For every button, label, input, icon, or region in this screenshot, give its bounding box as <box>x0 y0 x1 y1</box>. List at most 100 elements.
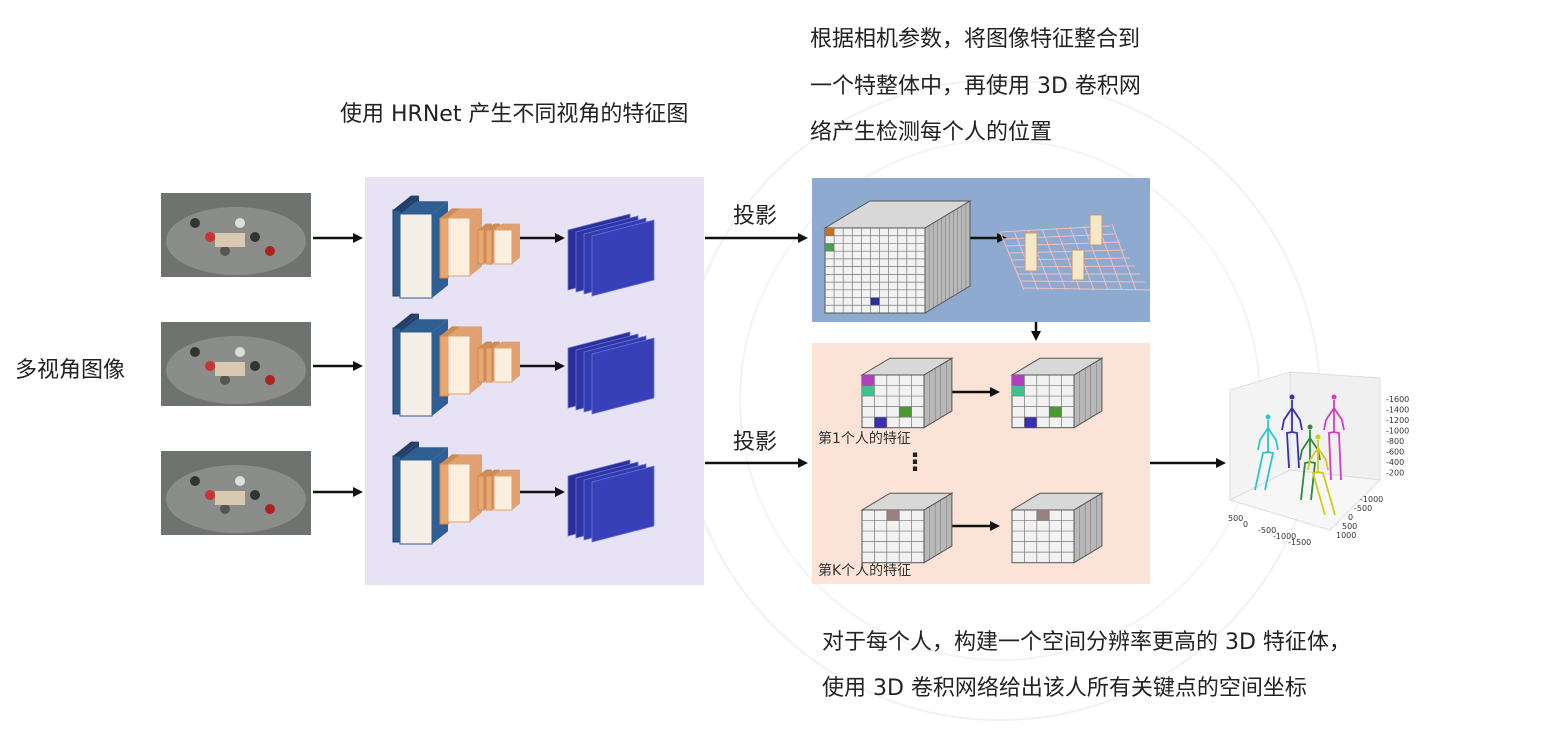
skeleton-leg <box>1328 408 1335 481</box>
skeleton-leg <box>1317 471 1336 516</box>
table-object <box>215 233 245 247</box>
block-side <box>512 341 520 382</box>
block-face <box>485 229 493 265</box>
fusion-caption-line3: 络产生检测每个人的位置 <box>810 120 1053 145</box>
block-face <box>485 475 493 511</box>
voxel-highlight <box>874 417 887 428</box>
skeleton-arm <box>1267 427 1279 451</box>
skeleton-arm <box>1323 400 1335 431</box>
hrnet-rows <box>392 195 655 545</box>
voxel-cube-side <box>923 492 953 564</box>
voxel-cube-side <box>923 357 953 429</box>
voxel-highlight <box>899 406 912 418</box>
voxel-cubes <box>823 200 1104 564</box>
person-figure <box>235 218 245 228</box>
z-tick-label: -600 <box>1386 448 1404 457</box>
arrow-head <box>798 458 808 468</box>
ground-grid-group <box>999 214 1151 291</box>
block-side <box>512 469 520 510</box>
skeleton-arm <box>1291 407 1303 431</box>
person-figure <box>265 375 275 385</box>
voxel-highlight <box>870 297 880 306</box>
skeleton-arm <box>1307 440 1319 471</box>
arrows <box>313 233 1226 531</box>
person-figure <box>265 246 275 256</box>
y-tick-label: 500 <box>1342 522 1357 531</box>
block-top <box>440 326 460 336</box>
block-top <box>448 326 482 336</box>
person-proposal-box <box>1071 249 1085 281</box>
skeleton-leg <box>1291 431 1300 469</box>
person-figure <box>265 504 275 514</box>
voxel-highlight <box>1024 417 1037 428</box>
person-figure <box>220 504 230 514</box>
y-tick-label: 1000 <box>1336 531 1356 540</box>
z-tick-label: -1400 <box>1386 406 1409 415</box>
fusion-caption-line1: 根据相机参数，将图像特征整合到 <box>810 27 1141 52</box>
block-face <box>447 217 471 277</box>
ellipsis: ⋮ <box>903 448 927 476</box>
arrow-head <box>353 487 363 497</box>
arrow-head <box>555 487 565 497</box>
voxel-cube-side <box>1073 357 1103 429</box>
projection-label-bottom: 投影 <box>733 430 778 455</box>
feature-map <box>591 219 655 297</box>
block-face <box>493 229 513 265</box>
block-face <box>439 335 449 397</box>
voxel-cube-side <box>1073 492 1103 564</box>
skeleton-leg <box>1311 448 1326 516</box>
pose-plot: -1600-1400-1200-1000-800-600-400-200-100… <box>1228 371 1409 547</box>
block-top <box>393 313 419 328</box>
skeleton-head <box>1265 414 1271 420</box>
camera-images <box>161 193 311 535</box>
block-face <box>399 459 433 545</box>
arrow-head <box>798 233 808 243</box>
skeleton-leg <box>1309 461 1316 501</box>
block-face <box>399 213 433 299</box>
block-face <box>493 475 513 511</box>
ground-grid <box>1083 225 1109 291</box>
person-figure <box>250 361 260 371</box>
skeleton-arm <box>1257 420 1269 451</box>
block-top <box>393 195 419 210</box>
block-top <box>448 208 482 218</box>
skeleton-head <box>1315 434 1321 440</box>
skeleton-head <box>1307 424 1313 430</box>
voxel-highlight <box>825 228 835 236</box>
z-tick-label: -1200 <box>1386 416 1409 425</box>
block-side <box>512 223 520 264</box>
x-tick-label: -500 <box>1258 526 1276 535</box>
person-figure <box>250 232 260 242</box>
block-face <box>447 335 471 395</box>
voxel-highlight <box>1036 510 1050 521</box>
ground-grid <box>1023 287 1151 291</box>
voxel-highlight <box>825 243 835 252</box>
block-face <box>439 463 449 525</box>
skeleton-head <box>1289 394 1295 400</box>
z-tick-label: -800 <box>1386 437 1404 446</box>
voxel-highlight <box>886 510 900 521</box>
skeleton-leg <box>1264 451 1275 491</box>
person1-label: 第1个人的特征 <box>818 431 911 447</box>
y-tick-label: -1000 <box>1360 495 1383 504</box>
arrow-head <box>1031 331 1041 341</box>
block-top <box>486 469 500 476</box>
block-top <box>440 454 460 464</box>
ground-grid <box>1020 280 1146 283</box>
skeleton-arm <box>1317 447 1329 471</box>
personK-label: 第K个人的特征 <box>818 563 912 579</box>
x-tick-label: 0 <box>1243 520 1248 529</box>
ground-grid <box>1111 223 1137 291</box>
block-top <box>400 201 448 214</box>
skeleton-arm <box>1281 400 1293 431</box>
skeleton-arm <box>1299 430 1311 461</box>
hrnet-caption: 使用 HRNet 产生不同视角的特征图 <box>340 102 689 127</box>
projection-label-top: 投影 <box>733 204 778 229</box>
voxel-highlight <box>1012 385 1025 397</box>
block-top <box>486 223 500 230</box>
z-tick-label: -1600 <box>1386 395 1409 404</box>
skeleton-leg <box>1254 428 1269 491</box>
x-tick-label: -1000 <box>1273 532 1296 541</box>
person-figure <box>190 347 200 357</box>
plot-floor-pane <box>1228 469 1382 531</box>
